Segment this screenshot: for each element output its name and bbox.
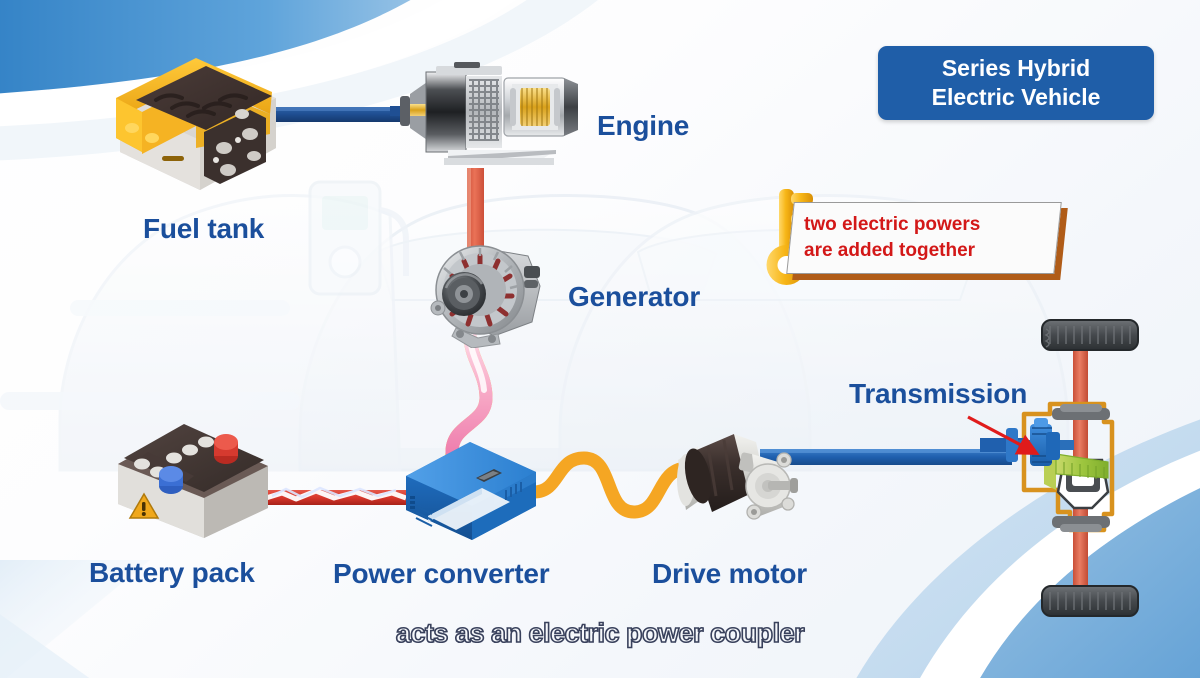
label-fuel-tank: Fuel tank [143,213,265,244]
label-transmission: Transmission [849,378,1028,409]
callout-box: two electric powers are added together [786,202,1068,280]
generator[interactable] [420,238,550,348]
hazard-icon [128,492,160,519]
power-converter[interactable] [398,432,543,552]
label-engine: Engine [597,110,690,141]
callout-line-1: two electric powers [804,214,981,235]
label-battery-pack: Battery pack [89,557,255,588]
fuel-tank[interactable] [100,52,290,197]
bottom-caption: acts as an electric power coupler [395,617,805,649]
motor-shaft [760,449,1012,465]
wheel-rear [1041,585,1139,617]
fuel-line [262,107,417,122]
converter-cable [527,451,693,519]
transmission[interactable] [980,312,1180,624]
battery-pack[interactable] [108,408,278,538]
car-watermark-group [0,180,1070,472]
title-badge: Series Hybrid Electric Vehicle [878,46,1154,120]
battery-cable [246,486,416,505]
label-power-converter: Power converter [333,558,550,589]
battery-terminal-positive [214,434,238,464]
label-drive-motor: Drive motor [652,558,807,589]
callout-text: two electric powers are added together [804,212,1054,264]
callout-line-2: are added together [804,240,976,261]
title-line-2: Electric Vehicle [931,84,1101,110]
bottom-left-wedge [0,560,150,678]
label-generator: Generator [568,281,701,312]
title-line-1: Series Hybrid [941,55,1091,81]
drive-motor[interactable] [672,424,802,544]
engine[interactable] [388,58,578,173]
battery-terminal-negative [159,466,183,494]
wheel-front [1041,319,1139,351]
